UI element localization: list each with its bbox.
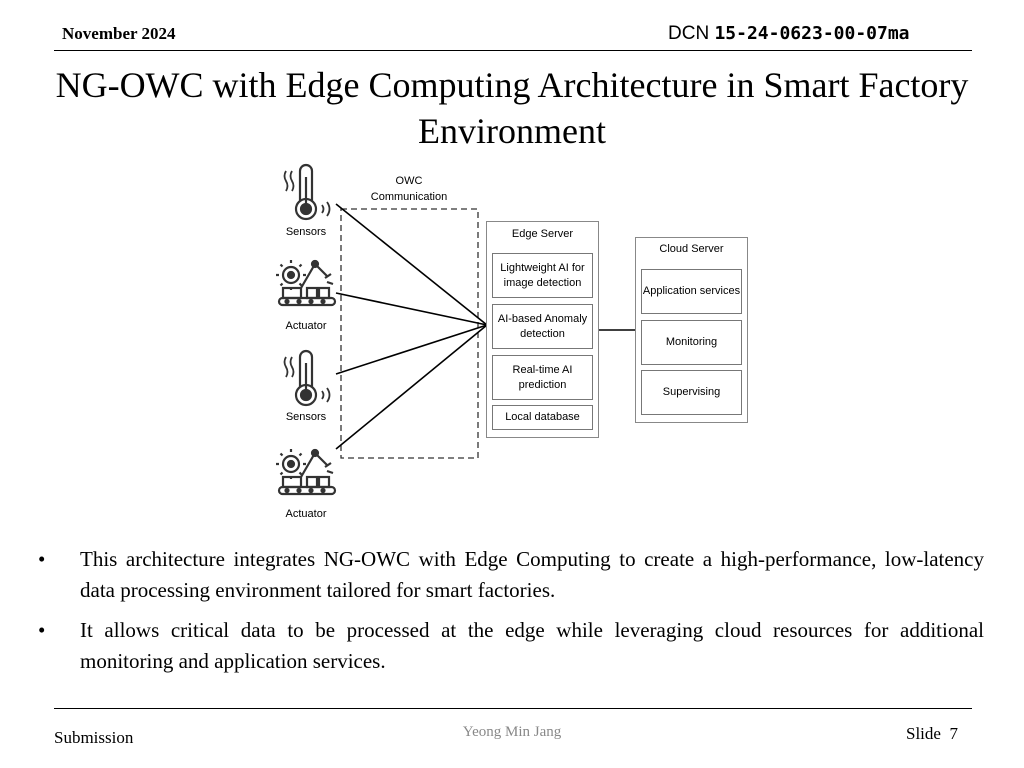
thermometer-sensor-icon [283, 349, 331, 407]
dcn-number: 15-24-0623-00-07ma [714, 23, 910, 44]
bullet-marker: • [38, 618, 46, 642]
slide-number: 7 [949, 724, 958, 743]
device-label-actuator: Actuator [285, 508, 327, 520]
footer-slide-number: Slide 7 [906, 724, 958, 744]
footer-submission: Submission [54, 728, 134, 747]
header-rule [54, 50, 972, 51]
edge-server-title: Edge Server [511, 228, 574, 240]
footer-author: Yeong Min Jang [462, 724, 562, 740]
robot-arm-actuator-icon [276, 259, 337, 307]
edge-item-local-database: Local database [492, 405, 593, 430]
owc-communication-label: OWC Communication [370, 175, 448, 203]
dcn-label: DCN [668, 23, 710, 44]
bullet-text: This architecture integrates NG-OWC with… [80, 547, 984, 602]
bullet-text: It allows critical data to be processed … [80, 618, 984, 673]
device-label-actuator: Actuator [285, 320, 327, 332]
thermometer-sensor-icon [283, 163, 331, 221]
robot-arm-actuator-icon [276, 448, 337, 496]
bullet-item: • It allows critical data to be processe… [38, 615, 984, 677]
header-date: November 2024 [62, 24, 176, 43]
device-label-sensors: Sensors [285, 226, 327, 238]
owc-zone [340, 208, 479, 459]
cloud-item-supervising: Supervising [641, 370, 742, 415]
edge-item-realtime-prediction: Real-time AI prediction [492, 355, 593, 400]
cloud-server-title: Cloud Server [659, 243, 724, 255]
edge-item-lightweight-ai: Lightweight AI for image detection [492, 253, 593, 298]
bullet-list: • This architecture integrates NG-OWC wi… [38, 544, 984, 686]
cloud-item-application-services: Application services [641, 269, 742, 314]
bullet-item: • This architecture integrates NG-OWC wi… [38, 544, 984, 606]
bullet-marker: • [38, 547, 46, 571]
cloud-server-box [635, 237, 748, 423]
cloud-item-monitoring: Monitoring [641, 320, 742, 365]
device-label-sensors: Sensors [285, 411, 327, 423]
edge-item-anomaly-detection: AI-based Anomaly detection [492, 304, 593, 349]
slide-label: Slide [906, 724, 941, 743]
edge-server-box [486, 221, 599, 438]
header-dcn: DCN 15-24-0623-00-07ma [668, 23, 910, 45]
footer-rule [54, 708, 972, 709]
owc-links [335, 203, 636, 450]
slide-title: NG-OWC with Edge Computing Architecture … [55, 65, 969, 151]
